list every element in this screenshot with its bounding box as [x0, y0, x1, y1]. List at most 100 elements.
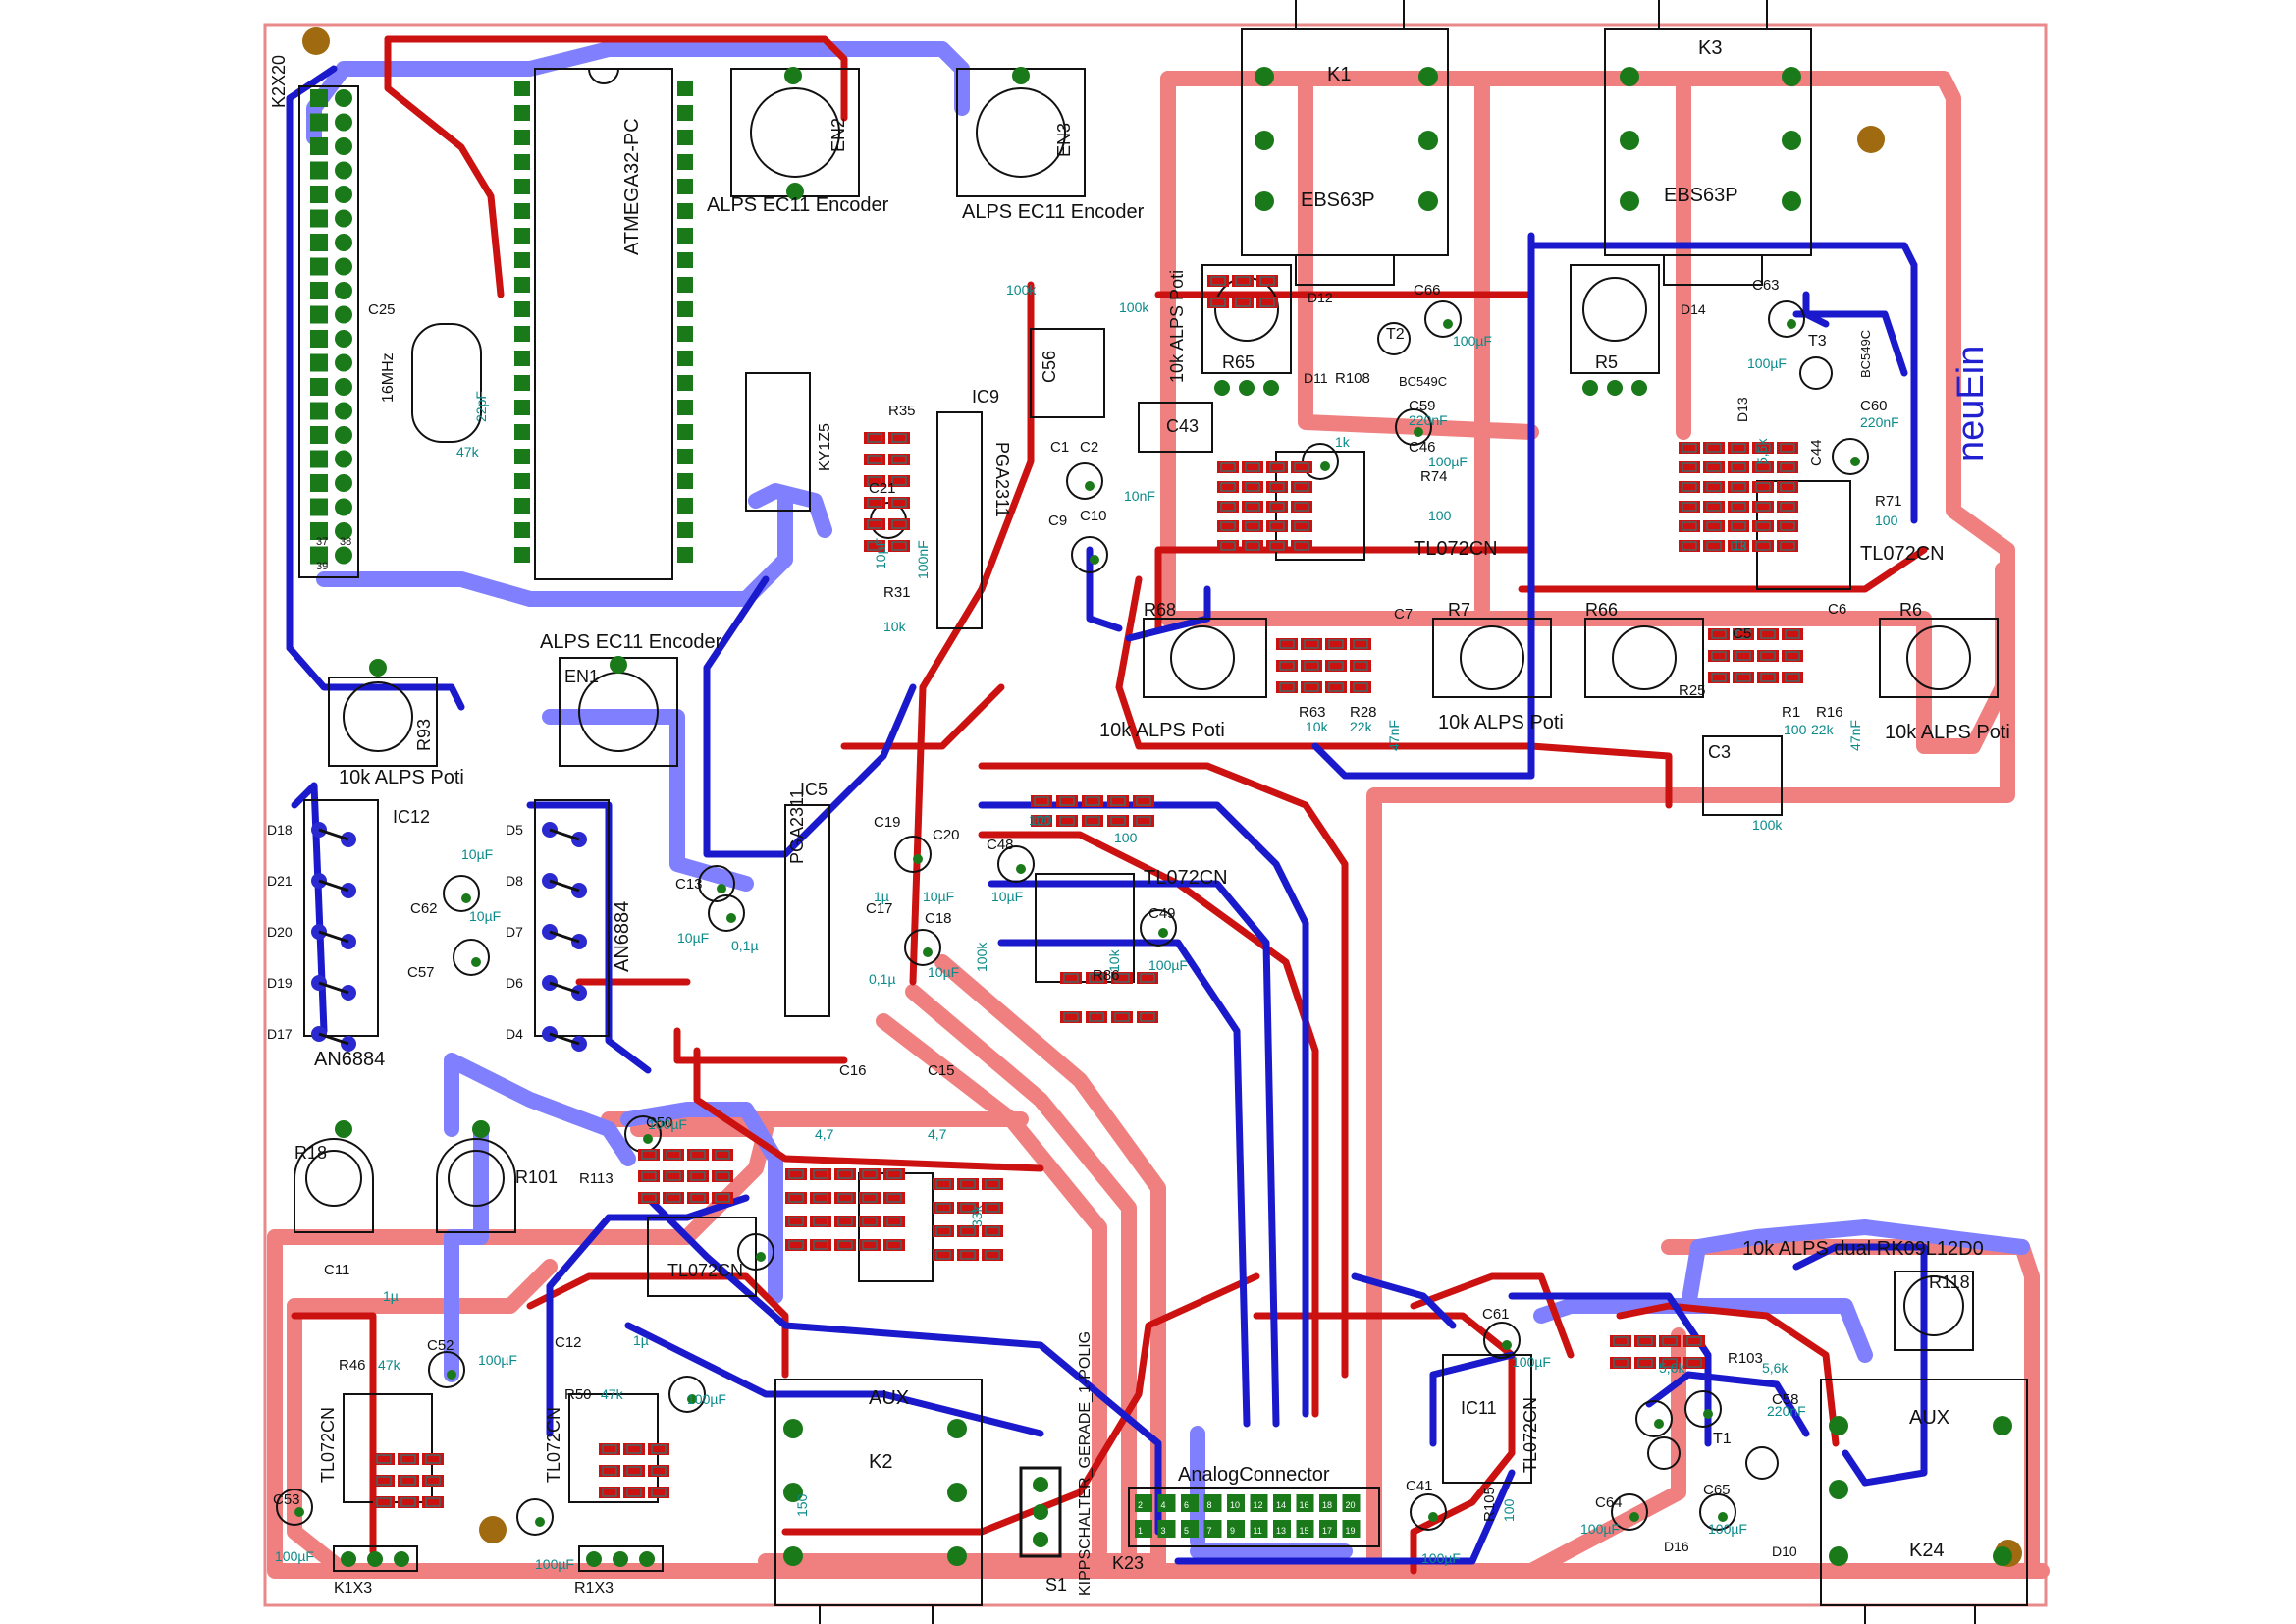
smd-outline: [1780, 502, 1795, 512]
encoder-en3: EN3 ALPS EC11 Encoder: [956, 67, 1145, 223]
atmega-pad: [514, 130, 530, 145]
smd-outline: [1294, 462, 1309, 472]
electrolytic-cap: [1424, 300, 1462, 338]
k3-type-label: EBS63P: [1664, 185, 1738, 206]
smd-outline: [1785, 651, 1800, 661]
mount-hole-bl: [479, 1516, 507, 1543]
connector-k23: AnalogConnector K23 21436587109121114131…: [1112, 1464, 1380, 1573]
smd-outline: [1682, 443, 1697, 453]
electrolytic-cap: [894, 836, 932, 873]
cap-pad: [535, 1517, 545, 1527]
electrolytic-caps: [276, 300, 1869, 1536]
analog-pin: [1157, 1520, 1176, 1538]
analog-pin: [1181, 1494, 1199, 1512]
crystal: 16MHz 22pF: [380, 323, 489, 443]
smd-outline: [1034, 796, 1049, 806]
smd-outline: [376, 1497, 392, 1507]
header-pad: [335, 161, 352, 180]
val-r103: 5,6k: [1762, 1360, 1789, 1376]
smd-pad: [1086, 1011, 1107, 1023]
val-56k-bot: 5,6k: [1659, 1360, 1685, 1376]
header-pad: [335, 378, 352, 396]
smd-outline: [1637, 1336, 1653, 1346]
analog-pin: [1273, 1520, 1291, 1538]
smd-outline: [1755, 462, 1771, 472]
cap-pad: [447, 1370, 456, 1380]
relay-k2: AUX K2: [774, 1379, 983, 1624]
r118-type: 10k ALPS dual RK09L12D0: [1742, 1238, 1984, 1260]
smd-pad: [1217, 461, 1239, 473]
smd-outline: [837, 1193, 853, 1203]
smd-outline: [1706, 502, 1722, 512]
k24-label: K24: [1909, 1540, 1945, 1561]
smd-pad: [1266, 520, 1288, 532]
smd-pad: [1350, 638, 1371, 650]
smd-outline: [862, 1240, 878, 1250]
smd-pad: [638, 1192, 660, 1204]
analog-pin-label: 4: [1161, 1500, 1166, 1510]
smd-pad: [1207, 275, 1229, 287]
r68-label: R68: [1144, 600, 1176, 620]
electrolytic-cap: [737, 1233, 774, 1271]
d13-label: D13: [1735, 397, 1750, 422]
val-c46: 100µF: [1428, 454, 1468, 469]
smd-pad: [663, 1149, 684, 1161]
smd-pad: [1708, 650, 1730, 662]
smd-pad: [1777, 540, 1798, 552]
r65-label: R65: [1222, 352, 1255, 372]
smd-pad: [1703, 501, 1725, 513]
c25-label: C25: [368, 301, 396, 318]
atmega-pad: [677, 277, 693, 293]
smd-outline: [960, 1203, 976, 1213]
smd-pad: [933, 1178, 954, 1190]
electrolytic-cap: [516, 1498, 554, 1536]
an6884-left-label: AN6884: [314, 1049, 385, 1070]
led-label: D18: [267, 822, 293, 838]
analog-pin-label: 9: [1230, 1526, 1235, 1536]
cap-pad: [687, 1394, 697, 1404]
electrolytic-cap: [698, 865, 735, 902]
c44-label: C44: [1808, 439, 1825, 466]
val-c17: 0,1µ: [869, 971, 896, 987]
header-pad: [310, 257, 328, 276]
cap-pad: [1443, 319, 1453, 329]
smd-pad: [1634, 1335, 1656, 1347]
switch-s1: S1 KIPPSCHALTER_GERADE_1-POLIG: [1019, 1331, 1094, 1596]
electrolytic-cap: [668, 1376, 706, 1413]
smd-pad: [883, 1216, 905, 1227]
smd-pad: [1703, 461, 1725, 473]
encoder-en2: EN2 ALPS EC11 Encoder: [707, 67, 889, 216]
smd-outline: [886, 1193, 902, 1203]
pin-37-label: 37: [316, 536, 328, 548]
atmega-pad: [514, 277, 530, 293]
cap-pad: [643, 1134, 653, 1144]
atmega-pad: [514, 154, 530, 170]
smd-pad: [687, 1170, 709, 1182]
smd-outline: [1711, 651, 1727, 661]
led-body: [318, 1032, 349, 1046]
smd-pad: [1232, 275, 1254, 287]
header-pad: [310, 474, 328, 492]
ic-an6884-right: AN6884: [534, 799, 633, 1037]
r101-label: R101: [515, 1167, 558, 1187]
smd-pad: [1350, 681, 1371, 693]
smd-pad: [623, 1487, 645, 1498]
header-pad: [335, 282, 352, 299]
smd-outline: [715, 1171, 730, 1181]
smd-outline: [1220, 502, 1236, 512]
header-pad: [310, 330, 328, 348]
pga-mid-label: PGA2311: [787, 788, 807, 864]
smd-outline: [1140, 1012, 1155, 1022]
c2-label: C2: [1080, 439, 1098, 456]
k1-type-label: EBS63P: [1301, 189, 1375, 211]
ic-an6884-left: AN6884 IC12: [303, 799, 430, 1070]
smd-pad: [888, 540, 910, 552]
smd-pad: [712, 1149, 733, 1161]
electrolytic-cap: [1395, 408, 1432, 446]
smd-pad: [1325, 660, 1347, 672]
led-body: [318, 879, 349, 893]
smd-outline: [985, 1226, 1000, 1236]
smd-pad: [1276, 660, 1298, 672]
val-r108: 1k: [1335, 434, 1351, 450]
cap-pad: [1850, 457, 1860, 466]
